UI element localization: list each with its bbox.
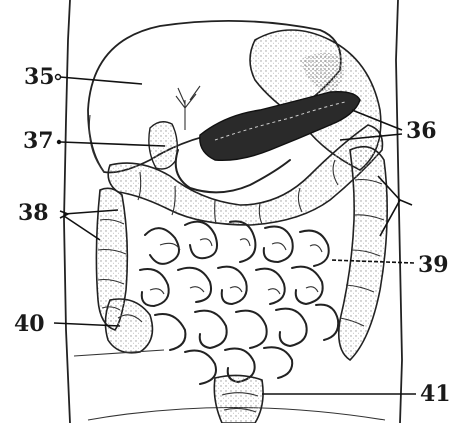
label-40-text: 40 — [14, 311, 45, 337]
label-39: 39 — [330, 176, 449, 278]
small-intestine — [140, 221, 338, 384]
label-41-text: 41 — [420, 381, 451, 407]
rectum — [214, 375, 263, 423]
label-41: 41 — [262, 381, 451, 407]
label-36-text: 36 — [406, 118, 437, 144]
label-38-text: 38 — [18, 200, 49, 226]
label-39-text: 39 — [418, 252, 449, 278]
label-37-text: 37 — [23, 128, 54, 154]
label-35-text: 35 — [24, 64, 55, 90]
